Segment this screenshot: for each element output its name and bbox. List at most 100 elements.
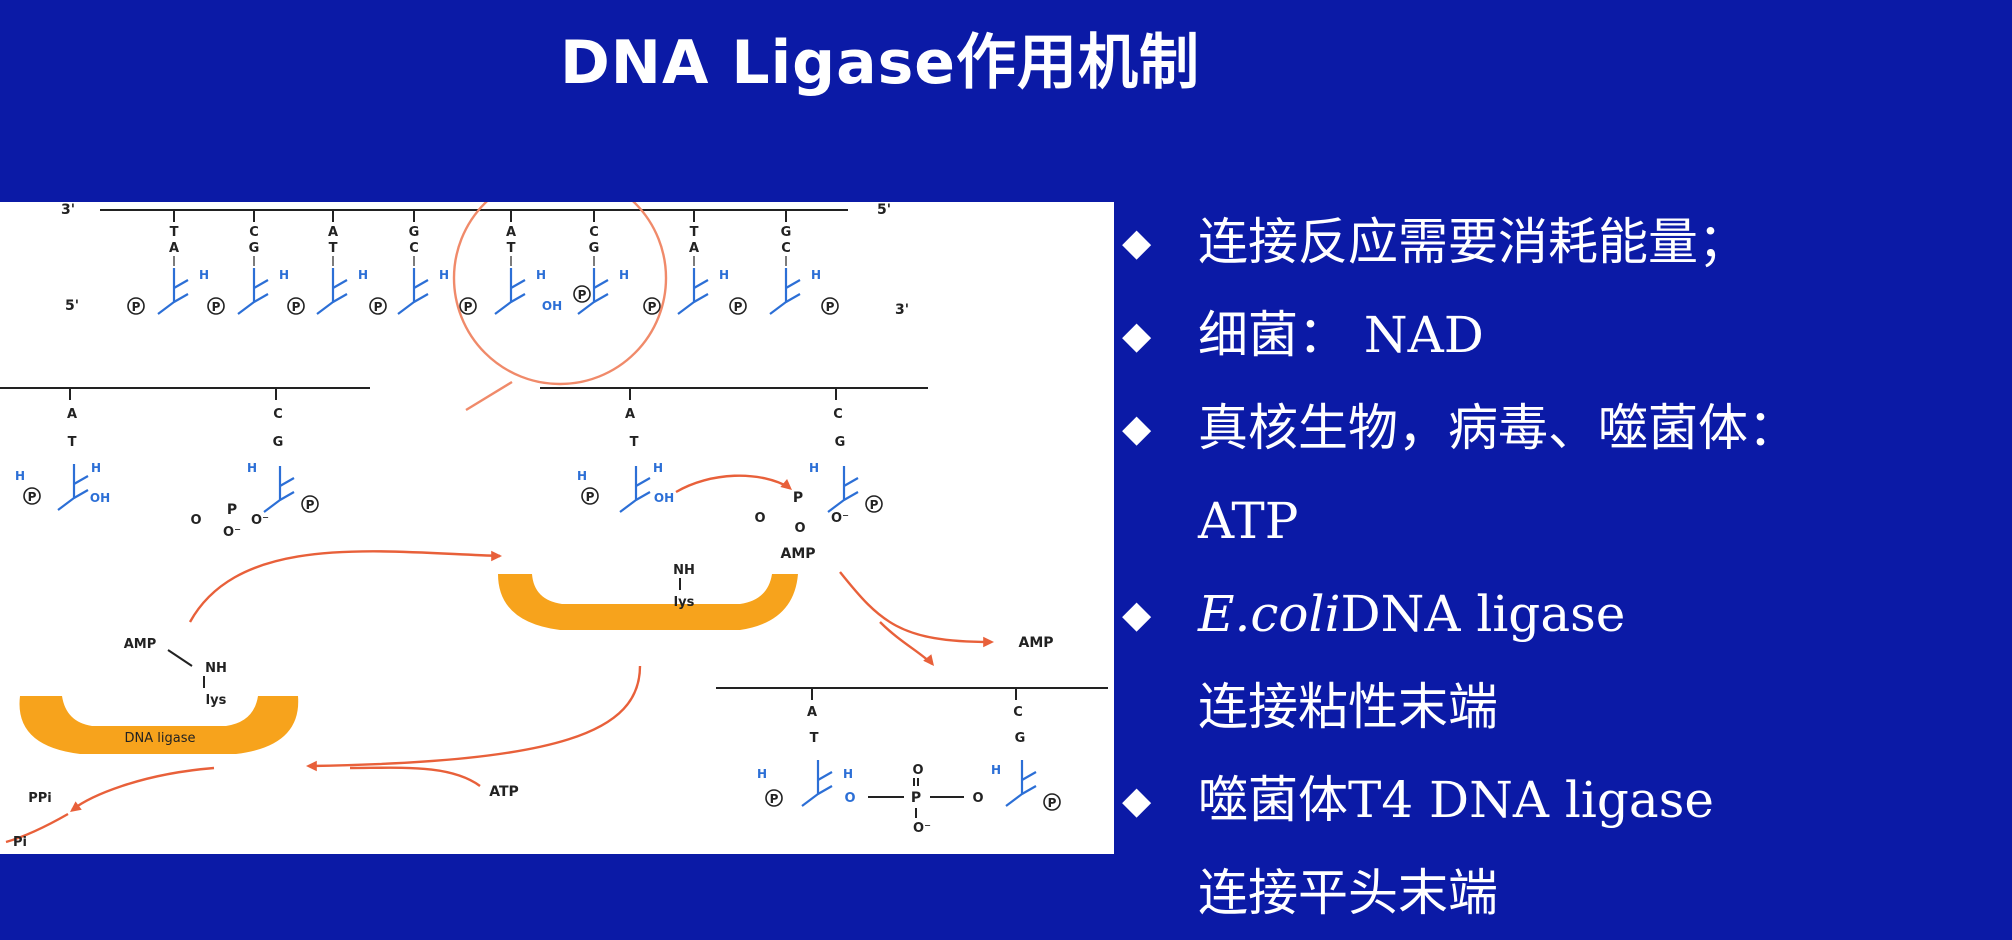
slide-title: DNA Ligase作用机制 bbox=[560, 28, 1200, 98]
arrowhead bbox=[491, 550, 502, 562]
transfer-arrow bbox=[675, 474, 791, 494]
arrowhead bbox=[780, 479, 792, 490]
nucleotide-sugar bbox=[577, 268, 609, 315]
base-top: C bbox=[589, 225, 599, 240]
oxygen-label: O bbox=[912, 763, 923, 778]
phosphate-label: P bbox=[464, 300, 473, 314]
nucleotide-sugar bbox=[397, 268, 429, 315]
nucleotide-sugar bbox=[237, 268, 269, 315]
hydrogen-label: H bbox=[15, 469, 25, 483]
bullet-ecoli: ◆ E.coliDNA ligase bbox=[1120, 568, 2000, 661]
base-top: T bbox=[170, 225, 179, 240]
phosphate-label: P bbox=[1048, 796, 1057, 810]
nucleotide-sugar bbox=[316, 268, 348, 315]
hydrogen-label: H bbox=[991, 763, 1001, 777]
base-top: A bbox=[807, 705, 817, 720]
base-bottom: G bbox=[249, 241, 260, 256]
hydrogen-label: H bbox=[439, 268, 449, 282]
reaction-arrow bbox=[839, 571, 991, 644]
zoom-circle bbox=[452, 202, 668, 386]
reaction-arrow bbox=[349, 766, 481, 787]
phosphorus-label: P bbox=[227, 502, 237, 518]
nucleotide-sugar bbox=[1005, 760, 1037, 807]
atp-label: ATP bbox=[489, 784, 519, 800]
hydrogen-label: H bbox=[577, 469, 587, 483]
bullet-diamond-icon: ◆ bbox=[1122, 313, 1152, 357]
lys-label: lys bbox=[674, 595, 695, 610]
base-top: T bbox=[690, 225, 699, 240]
phosphate-circle bbox=[821, 297, 839, 315]
oxygen-label: O bbox=[190, 513, 201, 528]
phosphate-circle bbox=[23, 487, 41, 505]
phosphate-circle bbox=[865, 495, 883, 513]
phosphorus-label: P bbox=[793, 490, 803, 506]
nucleotide-sugar bbox=[263, 466, 295, 513]
base-top: G bbox=[409, 225, 420, 240]
bullet-diamond-icon: ◆ bbox=[1122, 220, 1152, 264]
base-bottom: G bbox=[835, 435, 846, 450]
phosphate-label: P bbox=[586, 490, 595, 504]
phosphate-circle bbox=[765, 789, 783, 807]
hydroxyl-label: OH bbox=[90, 491, 110, 505]
phosphate-circle bbox=[581, 487, 599, 505]
phosphate-label: P bbox=[212, 300, 221, 314]
nucleotide-sugar bbox=[157, 268, 189, 315]
reaction-arrow bbox=[879, 621, 933, 665]
phosphate-label: P bbox=[734, 300, 743, 314]
base-top: C bbox=[249, 225, 259, 240]
base-bottom: T bbox=[68, 435, 77, 450]
hydrogen-label: H bbox=[809, 461, 819, 475]
hydrogen-label: H bbox=[247, 461, 257, 475]
bullet-t4: ◆ 噬菌体T4 DNA ligase bbox=[1120, 754, 2000, 847]
phosphate-label: P bbox=[770, 792, 779, 806]
phosphate-label: P bbox=[870, 498, 879, 512]
base-top: A bbox=[67, 407, 77, 422]
phosphate-circle bbox=[207, 297, 225, 315]
base-bottom: A bbox=[169, 241, 179, 256]
base-bottom: T bbox=[329, 241, 338, 256]
phosphate-label: P bbox=[826, 300, 835, 314]
hydrogen-label: H bbox=[811, 268, 821, 282]
base-bottom: T bbox=[810, 731, 819, 746]
base-bottom: C bbox=[781, 241, 791, 256]
hydrogen-label: H bbox=[358, 268, 368, 282]
oxygen-label: O bbox=[794, 521, 805, 536]
ppi-label: PPi bbox=[28, 791, 52, 806]
nucleotide-sugar bbox=[494, 268, 526, 315]
bullet-energy: ◆ 连接反应需要消耗能量； bbox=[1120, 196, 2000, 289]
base-bottom: C bbox=[409, 241, 419, 256]
phosphate-label: P bbox=[578, 288, 587, 302]
reaction-arrow bbox=[309, 665, 642, 768]
phosphate-circle bbox=[459, 297, 477, 315]
phosphate-label: P bbox=[648, 300, 657, 314]
hydrogen-label: H bbox=[719, 268, 729, 282]
pi-label: Pi bbox=[13, 835, 27, 850]
base-bottom: T bbox=[507, 241, 516, 256]
nucleotide-sugar bbox=[57, 464, 89, 511]
strand-end-3prime: 3' bbox=[61, 202, 75, 218]
reaction-arrow bbox=[188, 550, 501, 623]
nucleotide-sugar bbox=[801, 760, 833, 807]
base-bottom: G bbox=[589, 241, 600, 256]
base-top: C bbox=[1013, 705, 1023, 720]
hydrogen-label: H bbox=[91, 461, 101, 475]
base-top: C bbox=[273, 407, 283, 422]
lys-label: lys bbox=[206, 693, 227, 708]
reaction-arrow bbox=[5, 812, 69, 844]
bullet-list: ◆ 连接反应需要消耗能量； ◆ 细菌： NAD ◆ 真核生物，病毒、噬菌体： A… bbox=[1120, 196, 2000, 940]
phosphate-circle bbox=[287, 297, 305, 315]
hydrogen-label: H bbox=[279, 268, 289, 282]
nucleotide-sugar bbox=[827, 466, 859, 513]
enzyme-label: DNA ligase bbox=[125, 731, 196, 746]
arrowhead bbox=[306, 760, 317, 772]
ligase-enzyme-left bbox=[19, 696, 299, 754]
phosphate-circle bbox=[127, 297, 145, 315]
base-bottom: A bbox=[689, 241, 699, 256]
strand-end-5prime: 5' bbox=[65, 298, 79, 314]
base-bottom: T bbox=[630, 435, 639, 450]
bond bbox=[167, 649, 193, 667]
oxygen-label: O⁻ bbox=[831, 511, 849, 526]
base-bottom: G bbox=[1015, 731, 1026, 746]
hydrogen-label: H bbox=[757, 767, 767, 781]
